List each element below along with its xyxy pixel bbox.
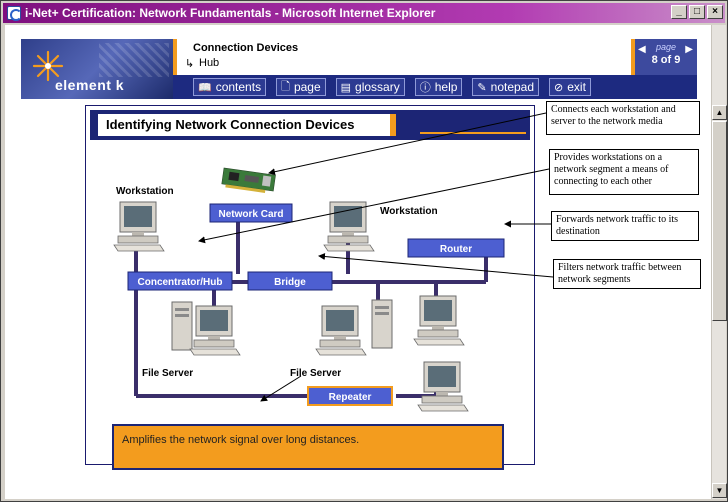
slide-panel: Identifying Network Connection Devices (85, 105, 535, 470)
vertical-scrollbar[interactable]: ▲ ▼ (711, 25, 727, 499)
glossary-label: glossary (355, 80, 400, 94)
document-icon: 🗋 (281, 80, 290, 93)
accent-bar (173, 39, 177, 75)
internet-explorer-icon (7, 6, 22, 21)
file-server-1-label: File Server (142, 368, 193, 379)
network-diagram: Workstation Workstation File Server File… (113, 167, 505, 412)
window-title: i-Net+ Certification: Network Fundamenta… (25, 6, 436, 20)
scroll-down-icon[interactable]: ▼ (712, 483, 727, 498)
workstation-right-label: Workstation (380, 206, 438, 217)
course-banner: element k Connection Devices ↳ Hub ◀ pag… (21, 39, 697, 99)
callout-concentrator: Provides workstations on a network segme… (549, 149, 699, 195)
maximize-button[interactable]: □ (689, 5, 705, 19)
help-label: help (434, 80, 458, 94)
callout-network-card: Connects each workstation and server to … (546, 101, 700, 135)
bridge-box[interactable]: Bridge (247, 271, 333, 291)
previous-page-icon[interactable]: ◀ (638, 44, 646, 55)
repeater-label: Repeater (329, 392, 372, 403)
workstation-3-image (413, 295, 465, 346)
file-server-1-tower-image (171, 301, 193, 351)
close-button[interactable]: × (707, 5, 723, 19)
router-box[interactable]: Router (407, 238, 505, 258)
brand-panel: element k (21, 39, 173, 99)
notepad-button[interactable]: ✎ notepad (472, 78, 540, 96)
page-label: page (655, 42, 677, 52)
glossary-icon: ▤ (340, 81, 352, 94)
network-card-label: Network Card (218, 209, 283, 220)
file-server-1-monitor-image (189, 305, 241, 356)
exit-icon: ⊘ (554, 81, 564, 94)
router-label: Router (440, 244, 472, 255)
pencil-icon: ✎ (477, 81, 487, 94)
topic-area: Connection Devices ↳ Hub (177, 39, 627, 75)
file-server-2-tower-image (371, 299, 393, 349)
page-button-label: page (293, 80, 321, 94)
network-card-image (221, 167, 276, 193)
page-button[interactable]: 🗋 page (276, 78, 326, 96)
file-server-2-label: File Server (290, 368, 341, 379)
scroll-up-icon[interactable]: ▲ (712, 105, 727, 120)
exit-button[interactable]: ⊘ exit (549, 78, 591, 96)
contents-label: contents (215, 80, 262, 94)
title-bar[interactable]: i-Net+ Certification: Network Fundamenta… (3, 3, 725, 23)
exit-label: exit (567, 80, 586, 94)
file-server-2-monitor-image (315, 305, 367, 356)
contents-button[interactable]: 📖 contents (193, 78, 267, 96)
concentrator-hub-label: Concentrator/Hub (138, 277, 223, 288)
window-controls: _ □ × (671, 5, 723, 19)
spark-logo-icon (32, 50, 64, 82)
scroll-thumb[interactable] (712, 121, 727, 321)
workstation-left-image (113, 201, 165, 252)
concentrator-hub-box[interactable]: Concentrator/Hub (127, 271, 233, 291)
page-indicator: ◀ page 8 of 9 ▶ (631, 39, 697, 75)
brand-name: element k (55, 77, 125, 93)
book-icon: 📖 (198, 81, 212, 94)
bridge-label: Bridge (274, 277, 306, 288)
topic-subtitle: Hub (199, 57, 220, 69)
repeater-box[interactable]: Repeater (307, 386, 393, 406)
help-button[interactable]: ⓘ help (414, 78, 463, 96)
network-card-box[interactable]: Network Card (209, 203, 293, 223)
minimize-button[interactable]: _ (671, 5, 687, 19)
glossary-button[interactable]: ▤ glossary (335, 78, 405, 96)
callout-bridge: Filters network traffic between network … (553, 259, 701, 289)
workstation-4-image (417, 361, 469, 412)
sub-arrow-icon: ↳ (185, 58, 195, 70)
workstation-left-label: Workstation (116, 186, 174, 197)
topic-title: Connection Devices (193, 42, 299, 54)
description-caption: Amplifies the network signal over long d… (112, 424, 504, 470)
notepad-label: notepad (490, 80, 535, 94)
course-nav-bar: 📖 contents 🗋 page ▤ glossary ⓘ help ✎ (173, 75, 697, 99)
page-count: 8 of 9 (651, 54, 681, 66)
callout-router: Forwards network traffic to its destinat… (551, 211, 699, 241)
info-icon: ⓘ (419, 82, 431, 94)
next-page-icon[interactable]: ▶ (685, 44, 693, 55)
